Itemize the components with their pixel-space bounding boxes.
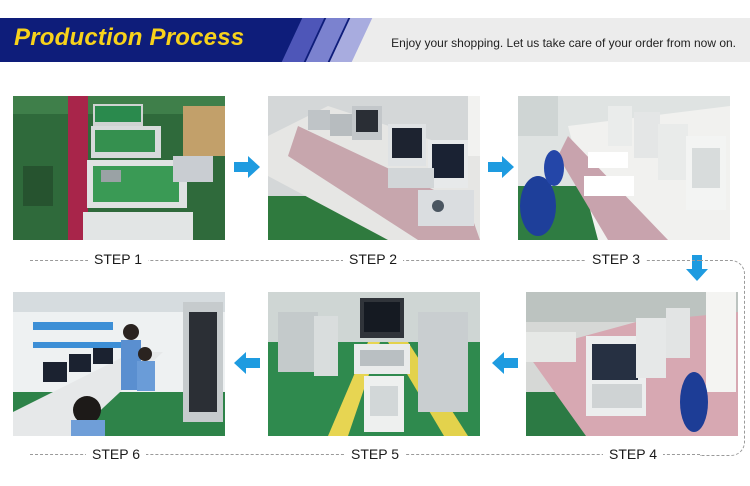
step-5-label: STEP 5 (345, 446, 405, 462)
step-6-label: STEP 6 (86, 446, 146, 462)
step-3-photo (518, 96, 730, 240)
step-1-label: STEP 1 (88, 251, 148, 267)
step-5-photo (268, 292, 480, 436)
page-tagline: Enjoy your shopping. Let us take care of… (391, 36, 736, 50)
banner-light-panel (300, 18, 750, 62)
step-2-photo (268, 96, 480, 240)
page-title: Production Process (14, 24, 245, 51)
step-3-label: STEP 3 (586, 251, 646, 267)
step-4-label: STEP 4 (603, 446, 663, 462)
arrow-left-icon (492, 352, 518, 374)
step-divider-corner (700, 260, 745, 456)
arrow-right-icon (488, 156, 514, 178)
arrow-left-icon (234, 352, 260, 374)
header-banner: Production Process Enjoy your shopping. … (0, 0, 750, 62)
step-4-photo (526, 292, 738, 436)
arrow-right-icon (234, 156, 260, 178)
step-1-photo (13, 96, 225, 240)
step-2-label: STEP 2 (343, 251, 403, 267)
step-6-photo (13, 292, 225, 436)
arrow-down-icon (686, 255, 708, 281)
